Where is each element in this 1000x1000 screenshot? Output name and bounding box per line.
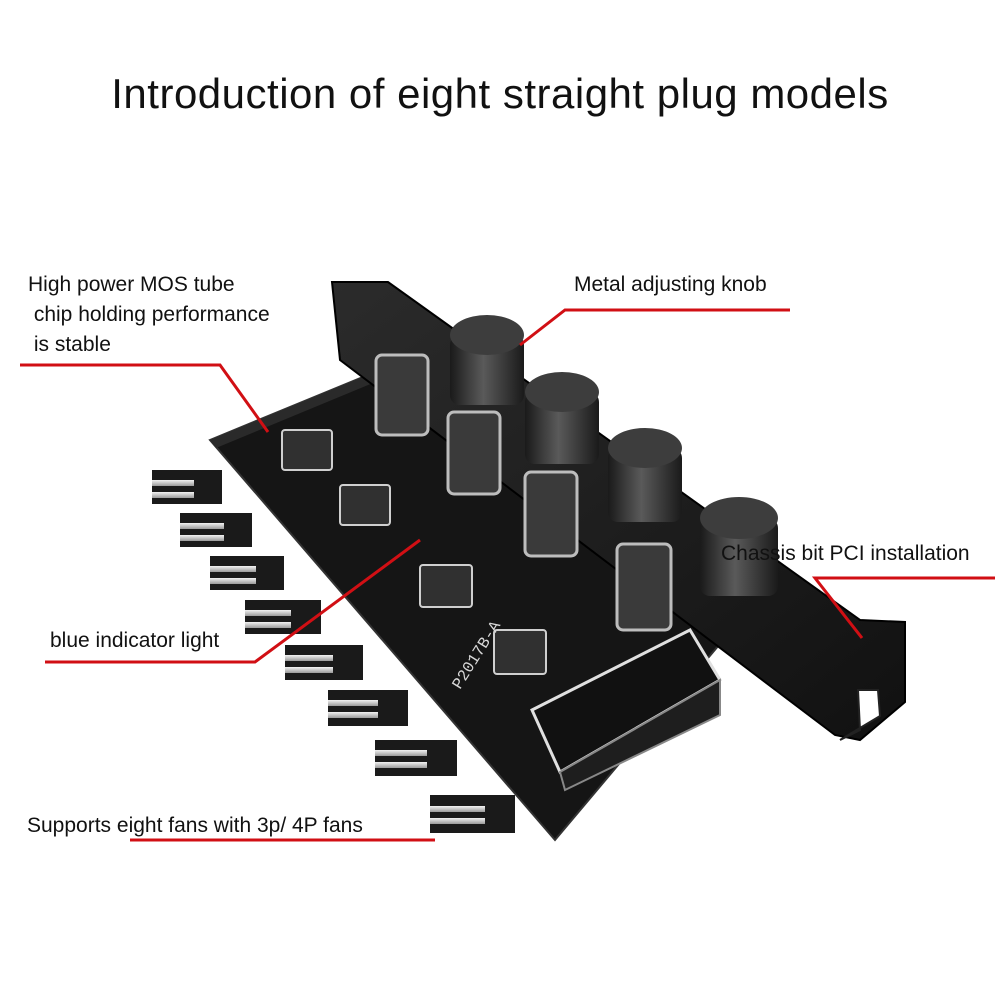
- mos-callout-line-1: High power MOS tube: [28, 273, 235, 296]
- fan-headers: [152, 470, 515, 833]
- potentiometers: [374, 353, 673, 632]
- knob-callout-line: [519, 308, 790, 347]
- fans-callout: Supports eight fans with 3p/ 4P fans: [27, 814, 363, 837]
- mos-tube-callout: High power MOS tube chip holding perform…: [28, 270, 270, 360]
- molex-connector: [530, 628, 723, 792]
- mos-chips: [281, 429, 547, 675]
- callout-lines: [20, 308, 995, 842]
- pci-callout: Chassis bit PCI installation: [721, 542, 970, 565]
- mos-callout-line-2: chip holding performance: [28, 303, 270, 326]
- blue-light-callout: blue indicator light: [50, 629, 220, 652]
- blue-light-callout-line: [45, 538, 421, 664]
- mos-callout-line-3: is stable: [28, 333, 111, 356]
- knob-callout: Metal adjusting knob: [574, 273, 767, 296]
- page-title: Introduction of eight straight plug mode…: [111, 70, 889, 117]
- pci-callout-line: [811, 576, 995, 639]
- adjusting-knobs: [450, 315, 778, 596]
- mos-callout-line: [20, 363, 270, 433]
